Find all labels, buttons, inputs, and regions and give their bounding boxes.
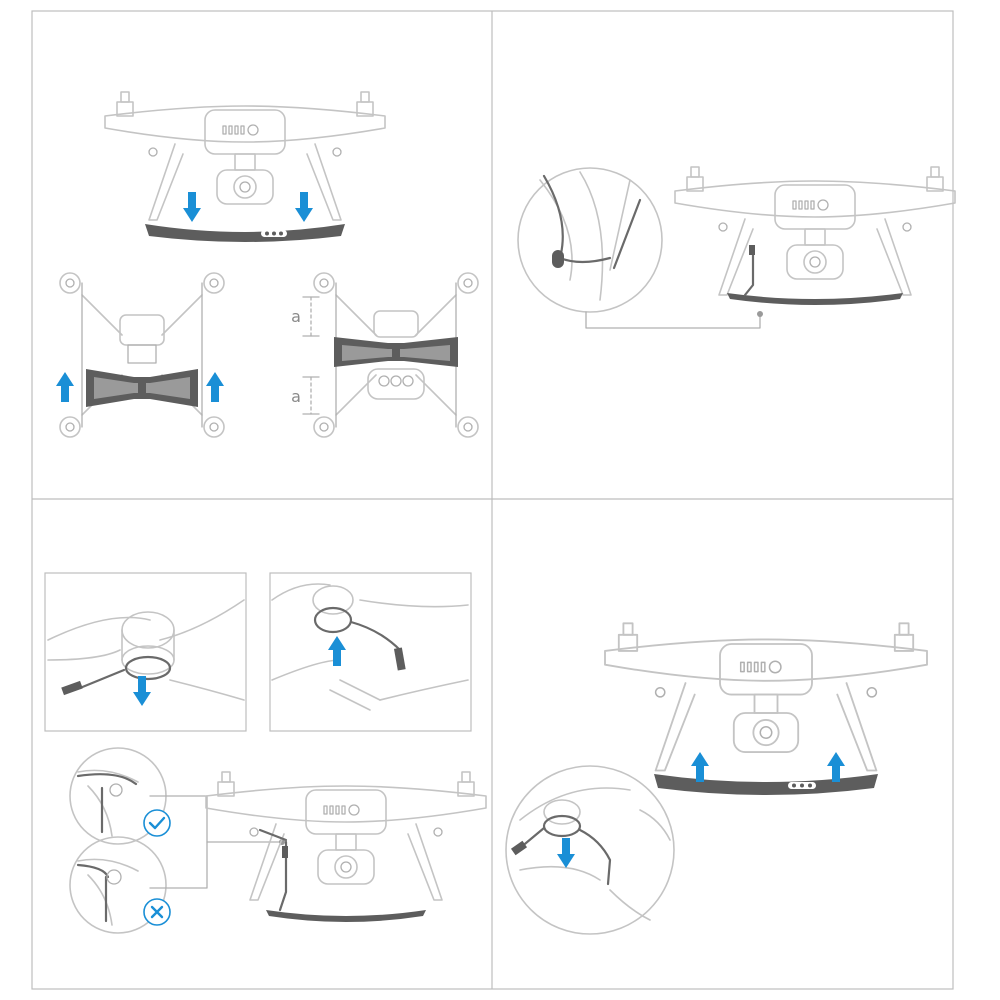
- check-icon: [143, 809, 171, 837]
- drone-front-view: [604, 622, 928, 795]
- detail-circle-incorrect: [69, 836, 167, 934]
- panel-grid: [31, 10, 954, 990]
- dimension-label-top: a: [291, 307, 301, 326]
- dimension-label-bottom: a: [291, 387, 301, 406]
- drone-front-view: [104, 91, 386, 242]
- down-arrow-remove: [557, 838, 575, 868]
- panel-step-4: [505, 622, 928, 935]
- drone-front-view: [674, 166, 956, 305]
- detail-box-attach: [269, 572, 472, 732]
- down-arrow-right: [295, 192, 313, 222]
- cross-icon: [143, 898, 171, 926]
- up-arrow-right: [206, 372, 224, 402]
- drone-front-view: [205, 771, 487, 922]
- down-arrow-left: [183, 192, 201, 222]
- down-arrow-remove: [133, 676, 151, 706]
- panel-step-3: [44, 572, 487, 934]
- detail-box-remove: [44, 572, 247, 732]
- up-arrow-right: [827, 752, 845, 782]
- up-arrow-left: [691, 752, 709, 782]
- detail-magnifier: [505, 765, 675, 935]
- drone-bottom-view-right: [313, 272, 479, 438]
- panel-step-1: a a: [56, 91, 479, 438]
- dimension-marks: [302, 296, 320, 415]
- drone-bottom-view-left: [59, 272, 225, 438]
- detail-magnifier: [517, 167, 663, 313]
- up-arrow-left: [56, 372, 74, 402]
- panel-step-2: [517, 166, 956, 329]
